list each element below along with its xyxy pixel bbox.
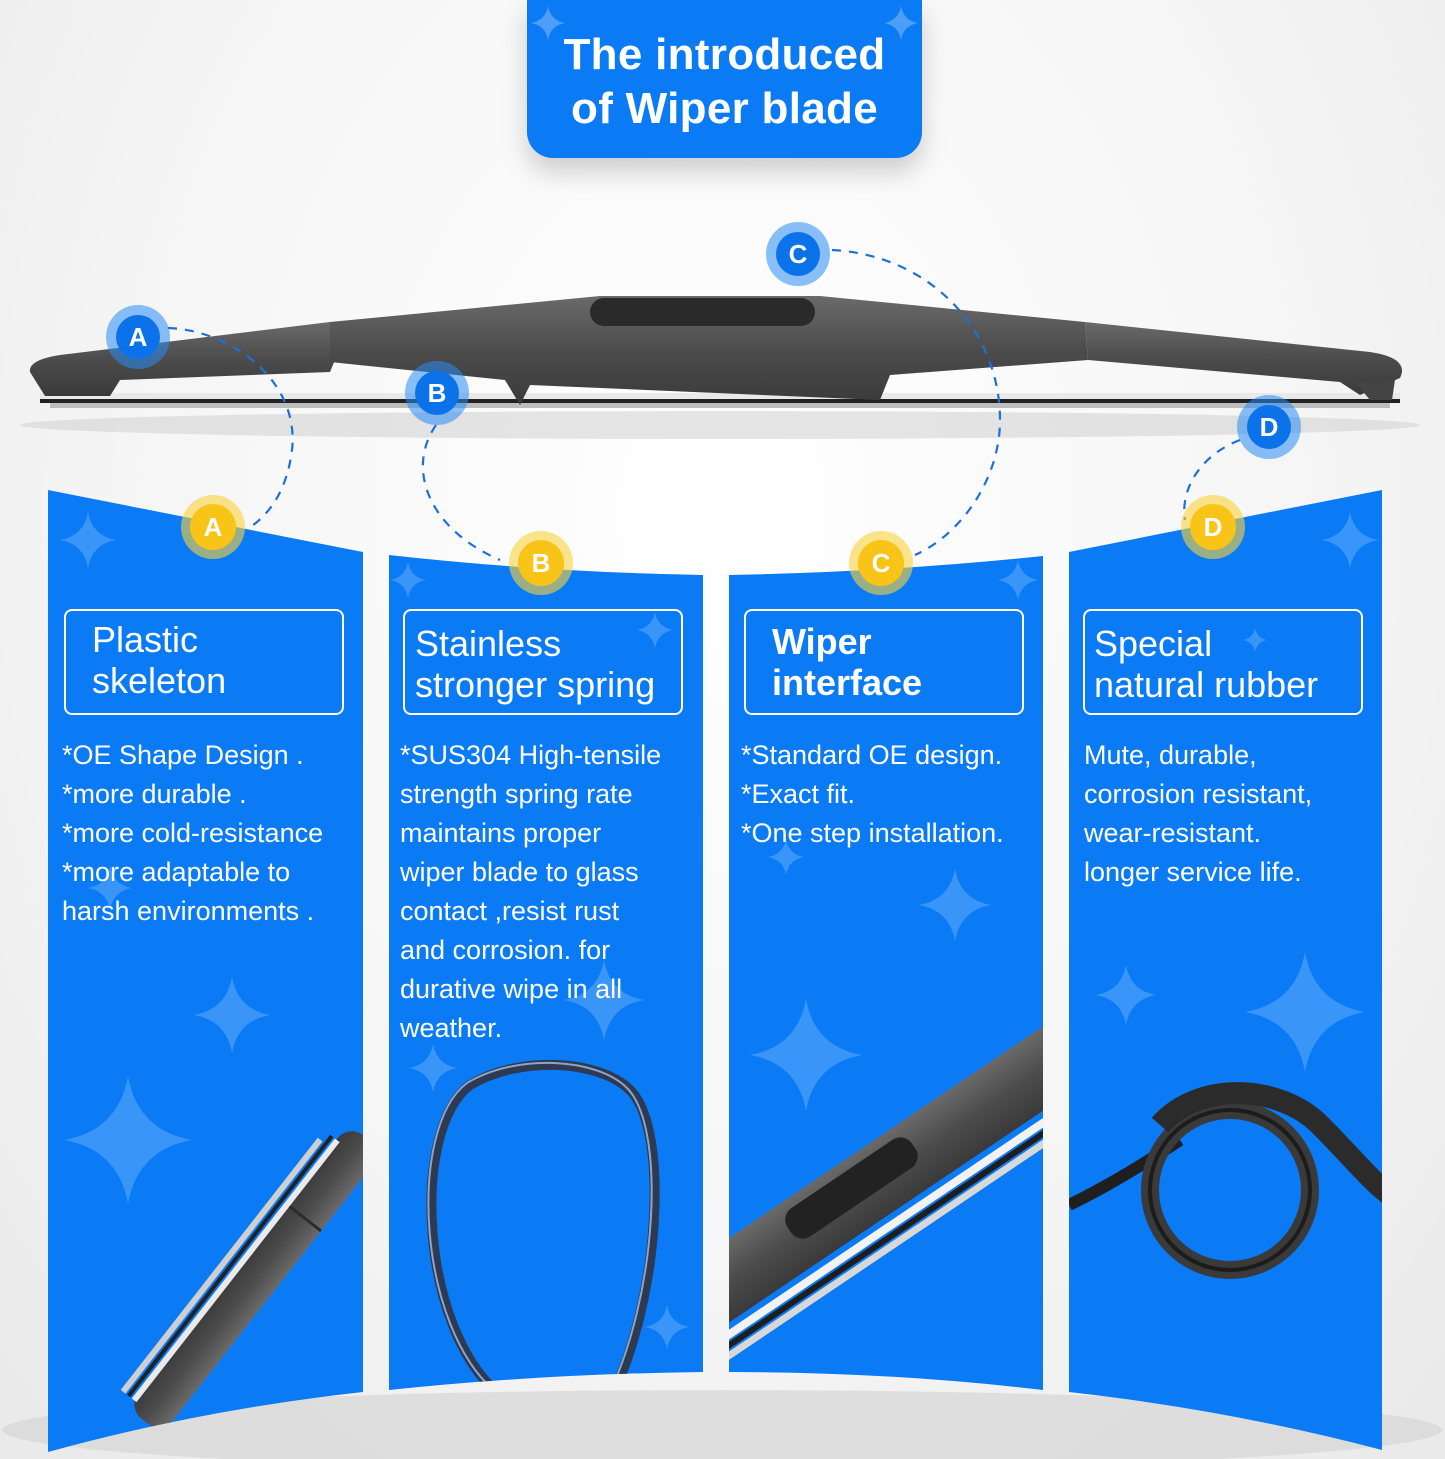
panel-c-description: *Standard OE design. *Exact fit. *One st… [741,740,1004,848]
panel-b-background [389,555,703,1390]
title-card: The introduced of Wiper blade [527,0,922,158]
marker-d: D [1237,395,1301,459]
marker-a: A [106,305,170,369]
wiper-blade-image [20,296,1420,439]
panel-a-background [48,490,363,1452]
panel-a-heading-box: Plastic skeleton [64,609,344,715]
marker-b: B [405,361,469,425]
panel-b-heading: Stainless stronger spring [415,623,656,705]
panel-d-heading: Special natural rubber [1094,623,1319,705]
panel-d-description: Mute, durable, corrosion resistant, wear… [1084,740,1313,887]
page-title-line-2: of Wiper blade [571,84,878,133]
marker-c: C [766,222,830,286]
page-title-line-1: The introduced [563,30,886,79]
panel-b-badge: B [509,531,573,595]
panel-d-heading-box: Special natural rubber [1083,609,1363,715]
sparkle-icon [884,6,918,40]
panel-c-heading-box: Wiper interface [744,609,1024,715]
panel-a-badge: A [181,495,245,559]
panel-c-badge: C [849,531,913,595]
dashed-connectors [167,248,1241,562]
panel-c-heading: Wiper interface [772,621,923,703]
panel-a-description: *OE Shape Design . *more durable . *more… [62,740,324,926]
panel-b-description: *SUS304 High-tensile strength spring rat… [400,740,662,1043]
panel-c-background [729,556,1043,1390]
sparkle-icon [531,6,565,40]
panel-b-heading-box: Stainless stronger spring [403,609,683,715]
panel-d-background [1069,490,1382,1450]
panel-a-heading: Plastic skeleton [92,619,227,701]
panel-d-badge: D [1181,495,1245,559]
